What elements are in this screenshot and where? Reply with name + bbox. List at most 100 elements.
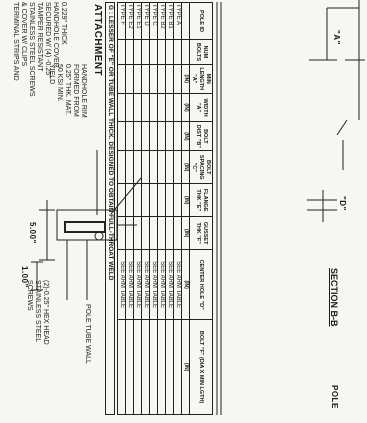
table-cell — [149, 216, 158, 250]
table-cell: SEE ARM TABLE — [125, 249, 134, 320]
handhole-cover-note: 0.229" THICK HANDHOLE COVER SECURED W/ (… — [12, 2, 67, 97]
table-cell — [141, 216, 150, 250]
table-cell — [117, 93, 126, 122]
table-cell — [133, 183, 142, 217]
pole-tube-wall-label: POLE TUBE WALL — [84, 304, 91, 364]
table-cell: SEE ARM TABLE — [149, 249, 158, 320]
table-cell — [165, 183, 174, 217]
table-cell — [157, 216, 166, 250]
table-cell: TYPE D — [141, 2, 150, 40]
hex-screws-note: (2)-0.25" HEX HEAD STAINLESS STEEL SCREW… — [26, 280, 49, 345]
table-cell — [165, 64, 174, 94]
dimension-a-label: "A" — [332, 30, 341, 45]
table-cell — [125, 121, 134, 151]
table-cell — [125, 64, 134, 94]
table-cell — [117, 319, 126, 415]
table-cell — [133, 121, 142, 151]
table-cell — [141, 39, 150, 65]
table-row: TYPE E1 SEE ARM TABLE — [133, 2, 142, 415]
col-header: BOLT SPACING "C" — [189, 150, 213, 184]
table-cell: SEE ARM TABLE — [157, 249, 166, 320]
table-cell: TYPE E2 — [125, 2, 134, 40]
table-cell — [149, 319, 158, 415]
table-cell — [157, 93, 166, 122]
col-header: BOLT DIST "B" — [189, 121, 213, 151]
col-header: NUM BOLTS — [189, 39, 213, 65]
table-cell — [165, 150, 174, 184]
table-cell — [165, 39, 174, 65]
table-cell — [125, 39, 134, 65]
table-cell — [141, 93, 150, 122]
table-cell — [157, 64, 166, 94]
unit-cell: (IN) — [181, 121, 190, 151]
table-cell — [165, 121, 174, 151]
col-header: BOLT "F" (DIA X MIN LGTH) — [189, 319, 213, 415]
table-cell — [117, 216, 126, 250]
table-cell: TYPE B1 — [165, 2, 174, 40]
table-cell — [117, 64, 126, 94]
table-cell — [141, 121, 150, 151]
table-cell — [125, 183, 134, 217]
table-cell — [157, 183, 166, 217]
table-row: TYPE B1 SEE ARM TABLE — [165, 2, 174, 415]
table-cell — [173, 216, 182, 250]
table-cell — [157, 39, 166, 65]
unit-cell: (IN) — [181, 183, 190, 217]
table-cell — [157, 319, 166, 415]
table-cell — [141, 183, 150, 217]
table-cell — [141, 150, 150, 184]
col-header: WIDTH "A" — [189, 93, 213, 122]
table-cell — [165, 216, 174, 250]
table-cell — [133, 64, 142, 94]
table-units-row: (IN) (IN) (IN) (IN) (IN) (IN) (IN) (IN) — [181, 2, 190, 415]
col-header: GUSSET THK "F" — [189, 216, 213, 250]
table-cell — [149, 93, 158, 122]
table-cell — [125, 319, 134, 415]
unit-cell: (IN) — [181, 150, 190, 184]
table-cell — [157, 150, 166, 184]
unit-cell — [181, 39, 190, 65]
table-cell — [133, 93, 142, 122]
table-cell — [117, 150, 126, 184]
table-cell: SEE ARM TABLE — [141, 249, 150, 320]
col-header: FLANGE THK "E" — [189, 183, 213, 217]
table-cell: TYPE C — [149, 2, 158, 40]
dimension-5-label: 5.00" — [28, 222, 37, 244]
unit-cell: (IN) — [181, 249, 190, 320]
table-row: TYPE E2 SEE ARM TABLE — [125, 2, 134, 415]
table-header-row: POLE ID NUM BOLTS MIN LENGTH "A" WIDTH "… — [189, 2, 213, 415]
table-cell: SEE ARM TABLE — [133, 249, 142, 320]
table-row: TYPE B2 SEE ARM TABLE — [157, 2, 166, 415]
table-row: TYPE F SEE ARM TABLE — [117, 2, 126, 415]
table-cell — [173, 183, 182, 217]
col-header: MIN LENGTH "A" — [189, 64, 213, 94]
col-header: CENTER HOLE "D" — [189, 249, 213, 320]
pole-label: POLE — [330, 385, 339, 409]
table-cell: SEE ARM TABLE — [117, 249, 126, 320]
table-cell: TYPE B2 — [157, 2, 166, 40]
table-cell — [125, 93, 134, 122]
attachment-title: ATTACHMENT — [92, 4, 103, 76]
table-cell — [165, 93, 174, 122]
table-cell: TYPE E1 — [133, 2, 142, 40]
unit-cell — [181, 2, 190, 40]
table-cell — [133, 319, 142, 415]
table-row: TYPE A SEE ARM TABLE — [173, 2, 182, 415]
table-cell — [149, 64, 158, 94]
table-cell — [117, 121, 126, 151]
table-cell — [117, 183, 126, 217]
table-cell: SEE ARM TABLE — [165, 249, 174, 320]
table-cell — [173, 93, 182, 122]
unit-cell: (IN) — [181, 64, 190, 94]
table-cell: TYPE A — [173, 2, 182, 40]
col-header: POLE ID — [189, 2, 213, 40]
dimension-d-label: "D" — [338, 196, 347, 211]
section-title: SECTION B-B — [329, 268, 339, 327]
table-cell — [125, 216, 134, 250]
table-cell — [117, 39, 126, 65]
table-cell: TYPE F — [117, 2, 126, 40]
table-cell — [141, 319, 150, 415]
table-cell — [173, 64, 182, 94]
